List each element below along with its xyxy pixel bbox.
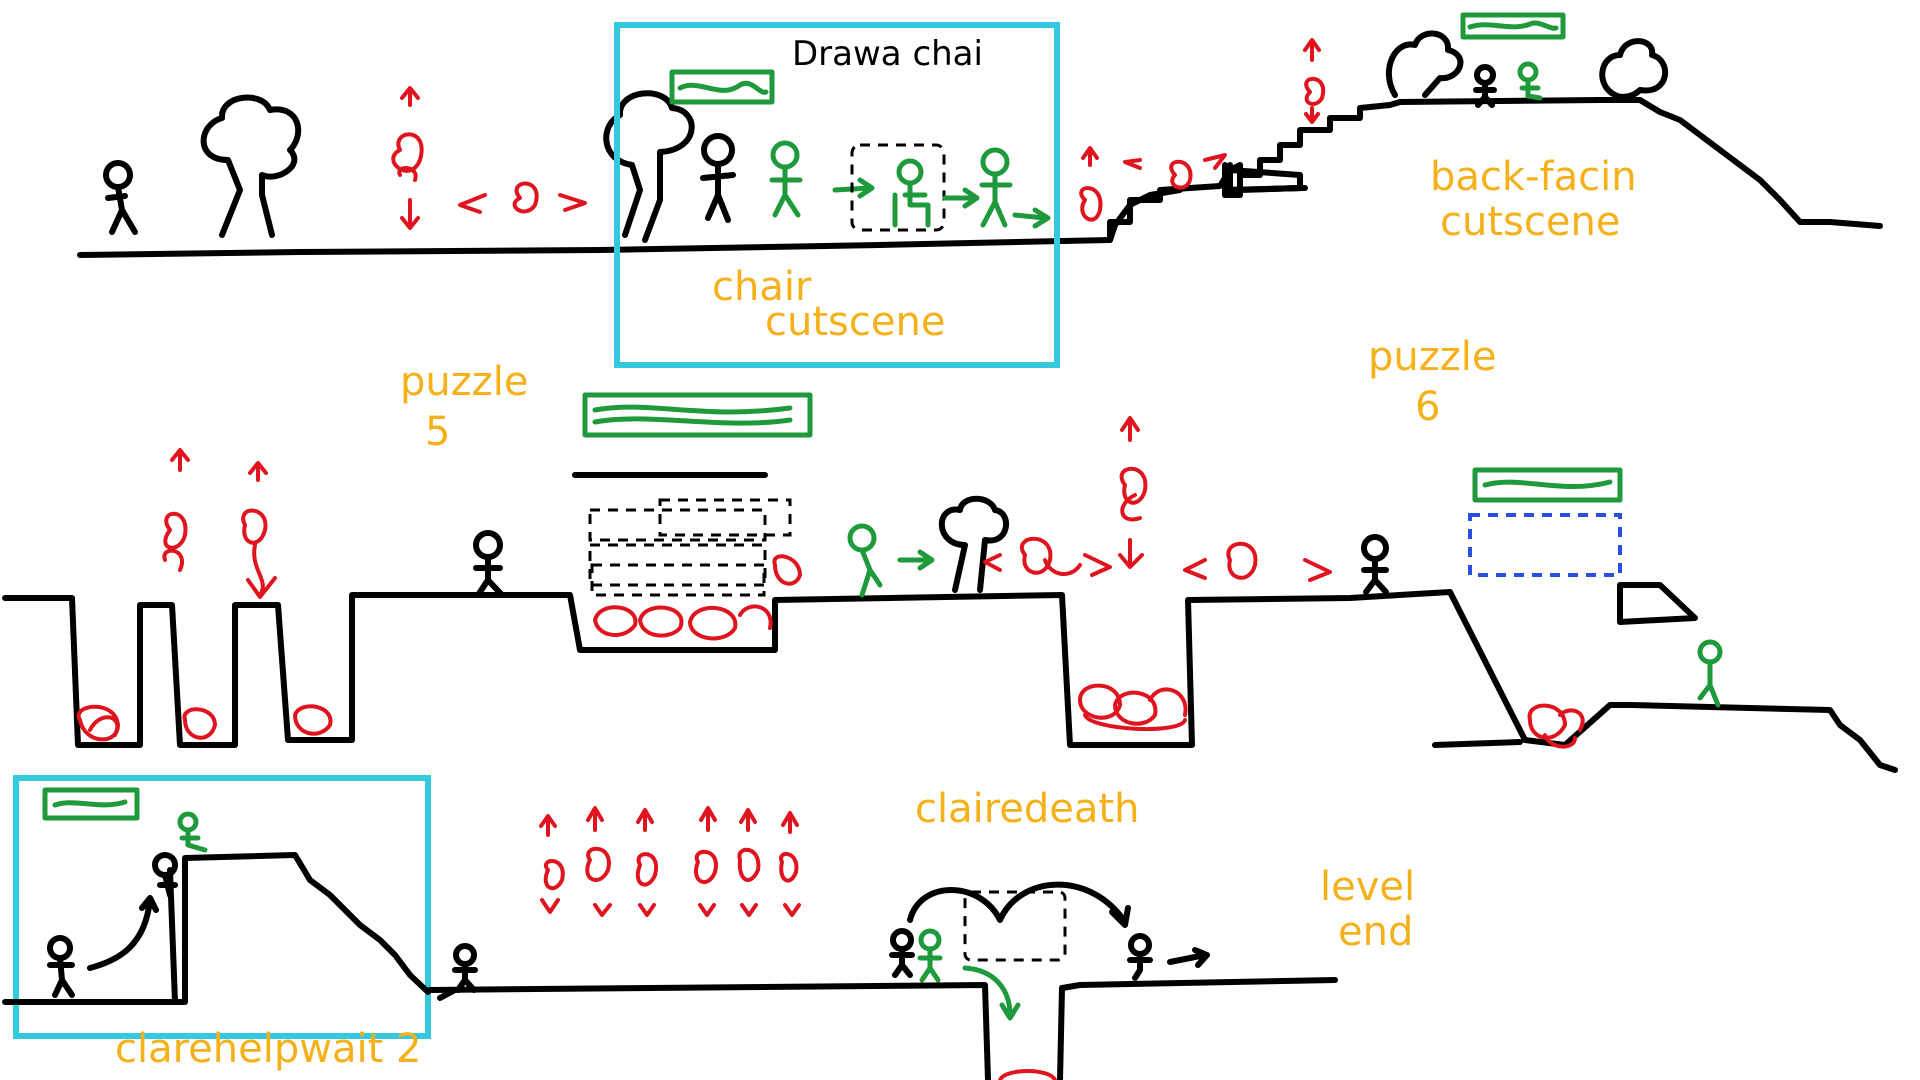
hazard-pit-4 [1527,703,1585,749]
hazard-orb-hill [1303,38,1326,124]
claire-figure-row2-b [1697,639,1723,708]
hazard-orb-row2-b [1118,416,1148,569]
pit-floor [1432,739,1523,748]
tree-icon [200,94,302,238]
ledge-high [2,852,431,1005]
claire-death-label: clairedeath [915,786,1139,832]
stick-figure-row2-b [1361,534,1389,595]
hill [1222,97,1883,229]
stick-figure-walking [103,160,138,235]
dashed-platform-1 [588,508,767,542]
arrow-right-icon-4 [897,549,935,571]
arrow-right-icon-2 [942,187,980,209]
hazard-pit-2 [593,554,802,641]
back-facing-cutscene-label-2: cutscene [1440,199,1620,245]
drawing-panel-icon [669,69,775,105]
puzzle-6-number: 6 [1415,384,1440,430]
hazard-pit-1 [76,704,333,742]
stick-figure-row3 [47,935,75,998]
puzzle-5-number: 5 [425,409,450,455]
stick-figure-row3-b [452,943,478,993]
chair-outline [850,143,946,232]
stick-figure-row2 [473,530,505,598]
claire-help-wait-label: clarehelpwait 2 [115,1026,421,1072]
hazard-orb-vertical [391,86,424,230]
drawing-panel-icon-5 [42,787,140,821]
claire-figure [769,140,803,218]
cutscene-box-help-wait [13,775,431,1039]
chair-cutscene-label-2: cutscene [765,299,945,345]
hazard-orb-horizontal [458,181,587,214]
jump-arrow-icon [87,895,159,971]
dashed-box-row3 [963,890,1067,962]
stick-figure-death [889,928,915,978]
stick-figure-exit [1127,933,1153,981]
row-1 [77,97,1883,258]
hint-outline-blue [1468,513,1622,577]
claire-figure-small [1517,61,1543,101]
hazard-orb-moving [1123,153,1227,190]
puzzle-6-label: puzzle [1368,334,1496,380]
claire-sitting [892,158,931,228]
fall-arrow-icon [962,965,1021,1021]
level-end-label-1: level [1320,864,1415,910]
drawing-panel-icon-4 [1472,467,1623,503]
stick-figure-small [1473,64,1497,108]
exit-arrow-icon [1167,947,1210,968]
cutscene-box-chair [614,22,1060,368]
bush-icon [1599,38,1669,100]
ground-tick [437,987,458,1001]
tree-icon-2 [603,90,695,243]
back-facing-cutscene-label-1: back-facin [1430,154,1637,200]
puzzle-5-label: puzzle [400,359,528,405]
hazard-orb-column-2 [241,461,277,599]
drawing-panel-icon-3 [582,392,813,438]
stick-figure-hanging [152,852,178,898]
dashed-platform-2 [658,498,792,537]
hazard-orb-column-1 [162,448,190,572]
claire-figure-row2 [847,523,883,598]
box-block [1617,582,1698,625]
hazard-pit-3 [1078,683,1188,732]
chair-cutscene-label-1: chair [712,264,812,310]
arrow-right-icon-3 [1012,207,1051,229]
draw-a-chair-label: Drawa chai [792,34,983,74]
hazard-orb-small [1079,146,1103,222]
hazard-orb-row2-c [1183,541,1332,582]
hazard-pit-5 [998,1069,1057,1080]
ground-line-3 [427,977,1338,1080]
level-end-label-2: end [1338,909,1413,955]
claire-standing [979,147,1013,228]
jump-over-arrow-icon [907,881,1131,928]
step-small [1107,187,1183,243]
dashed-platform-4 [590,563,766,597]
ground-line-2 [2,589,1898,773]
claire-figure-row3 [177,811,208,853]
drawing-panel-icon-2 [1460,12,1566,40]
stick-figure-player [700,133,736,223]
tree-icon-4 [938,495,1010,593]
hazard-orb-row2-a [983,536,1112,577]
claire-figure-death [917,928,943,983]
hazard-orb-grid [539,806,801,917]
tree-icon-3 [1385,30,1464,98]
